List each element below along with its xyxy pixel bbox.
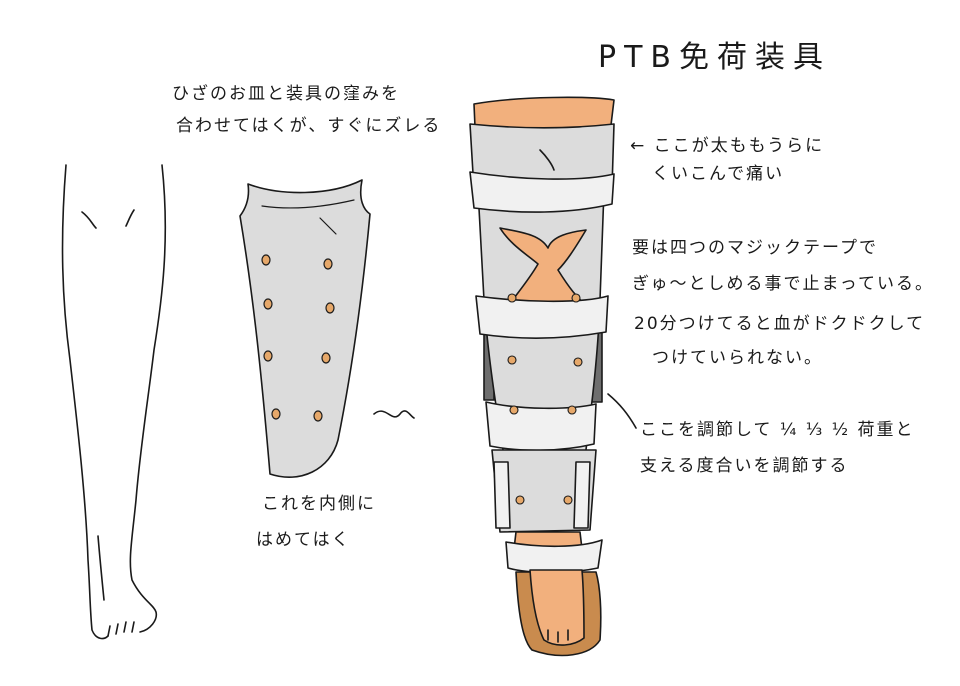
adjust-pointer-line <box>607 393 637 429</box>
note-adjust-line1: ここを調節して ¼ ⅓ ½ 荷重と <box>640 420 915 440</box>
note-thigh-line2: くいこんで痛い <box>652 164 785 184</box>
note-inner-line1: これを内側に <box>262 494 376 514</box>
note-kneecap-line1: ひざのお皿と装具の窪みを <box>172 84 400 104</box>
braced-leg-drawing <box>469 96 615 657</box>
note-kneecap-line2: 合わせてはくが、すぐにズレる <box>176 116 442 136</box>
braced-leg-holes <box>507 293 583 505</box>
page-title: PTB免荷装具 <box>598 40 831 75</box>
shell-holes <box>261 254 335 422</box>
note-velcro-line4: つけていられない。 <box>652 348 823 368</box>
note-inner-line2: はめてはく <box>256 530 351 550</box>
brace-shell-drawing <box>239 179 371 478</box>
note-velcro-line1: 要は四つのマジックテープで <box>632 238 878 258</box>
note-thigh-line1: ← ここが太ももうらに <box>630 136 825 156</box>
bare-leg-drawing <box>61 164 167 640</box>
note-adjust-line2: 支える度合いを調節する <box>640 456 849 476</box>
note-velcro-line2: ぎゅ〜としめる事で止まっている。 <box>632 274 934 294</box>
squiggle-arrow <box>373 410 415 419</box>
note-velcro-line3: 20分つけてると血がドクドクして <box>634 314 926 334</box>
